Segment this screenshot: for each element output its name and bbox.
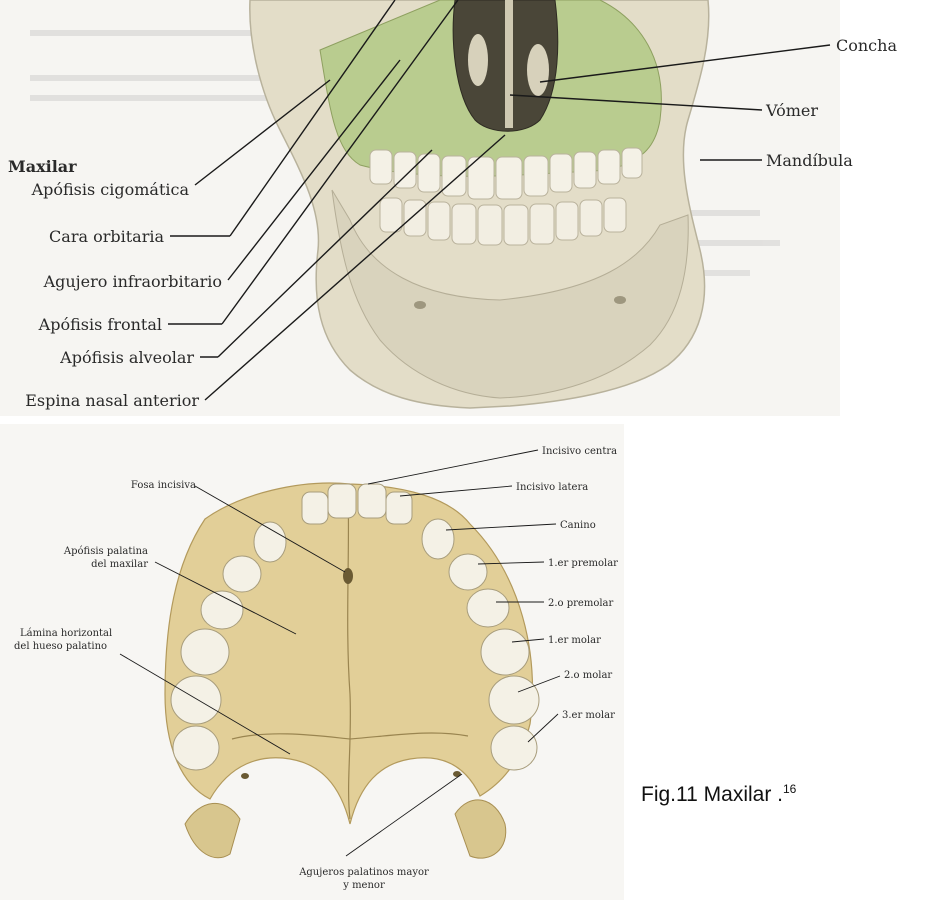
label-apofisis-alveolar: Apófisis alveolar (59, 348, 194, 367)
label-lamina-horizontal-line2: del hueso palatino (14, 641, 107, 652)
figure-caption: Fig.11 Maxilar .16 (641, 782, 931, 812)
palatine-foramen-left (241, 773, 249, 779)
mental-foramen-right (614, 296, 626, 304)
caption-reference: 16 (783, 782, 796, 796)
label-agujero-infraorbitario: Agujero infraorbitario (43, 272, 222, 291)
right-concha (527, 44, 549, 96)
label-agujeros-palatinos-line2: y menor (342, 880, 385, 891)
incisive-fossa (343, 568, 353, 584)
label-maxilar-heading: Maxilar (8, 157, 77, 176)
label-espina-nasal-anterior: Espina nasal anterior (25, 391, 199, 410)
label-incisivo-lateral: Incisivo latera (516, 482, 588, 493)
vomer-septum (505, 0, 513, 128)
label-apofisis-palatina-line1: Apófisis palatina (63, 546, 148, 557)
label-concha: Concha (836, 36, 897, 55)
skull-anterior-svg: Maxilar Apófisis cigomática Cara orbitar… (0, 0, 937, 416)
label-canino: Canino (560, 520, 596, 531)
label-incisivo-central: Incisivo centra (542, 446, 617, 457)
label-fosa-incisiva: Fosa incisiva (131, 480, 196, 491)
label-premolar-1: 1.er premolar (548, 558, 618, 569)
label-premolar-2: 2.o premolar (548, 598, 614, 609)
label-apofisis-palatina-line2: del maxilar (91, 559, 148, 570)
skull-anterior-figure: Maxilar Apófisis cigomática Cara orbitar… (0, 0, 937, 416)
label-apofisis-frontal: Apófisis frontal (38, 315, 162, 334)
label-apofisis-cigomatica: Apófisis cigomática (31, 180, 190, 199)
label-mandibula: Mandíbula (766, 151, 853, 170)
label-vomer: Vómer (765, 101, 818, 120)
label-molar-1: 1.er molar (548, 635, 601, 646)
caption-text: Fig.11 Maxilar . (641, 783, 783, 806)
label-molar-3: 3.er molar (562, 710, 615, 721)
label-cara-orbitaria: Cara orbitaria (49, 227, 164, 246)
label-agujeros-palatinos-line1: Agujeros palatinos mayor (298, 867, 429, 878)
palate-inferior-figure: Fosa incisiva Apófisis palatina del maxi… (0, 424, 624, 900)
label-lamina-horizontal-line1: Lámina horizontal (20, 628, 112, 639)
palate-inferior-svg: Fosa incisiva Apófisis palatina del maxi… (0, 424, 624, 900)
left-concha (468, 34, 488, 86)
label-molar-2: 2.o molar (564, 670, 612, 681)
mental-foramen-left (414, 301, 426, 309)
